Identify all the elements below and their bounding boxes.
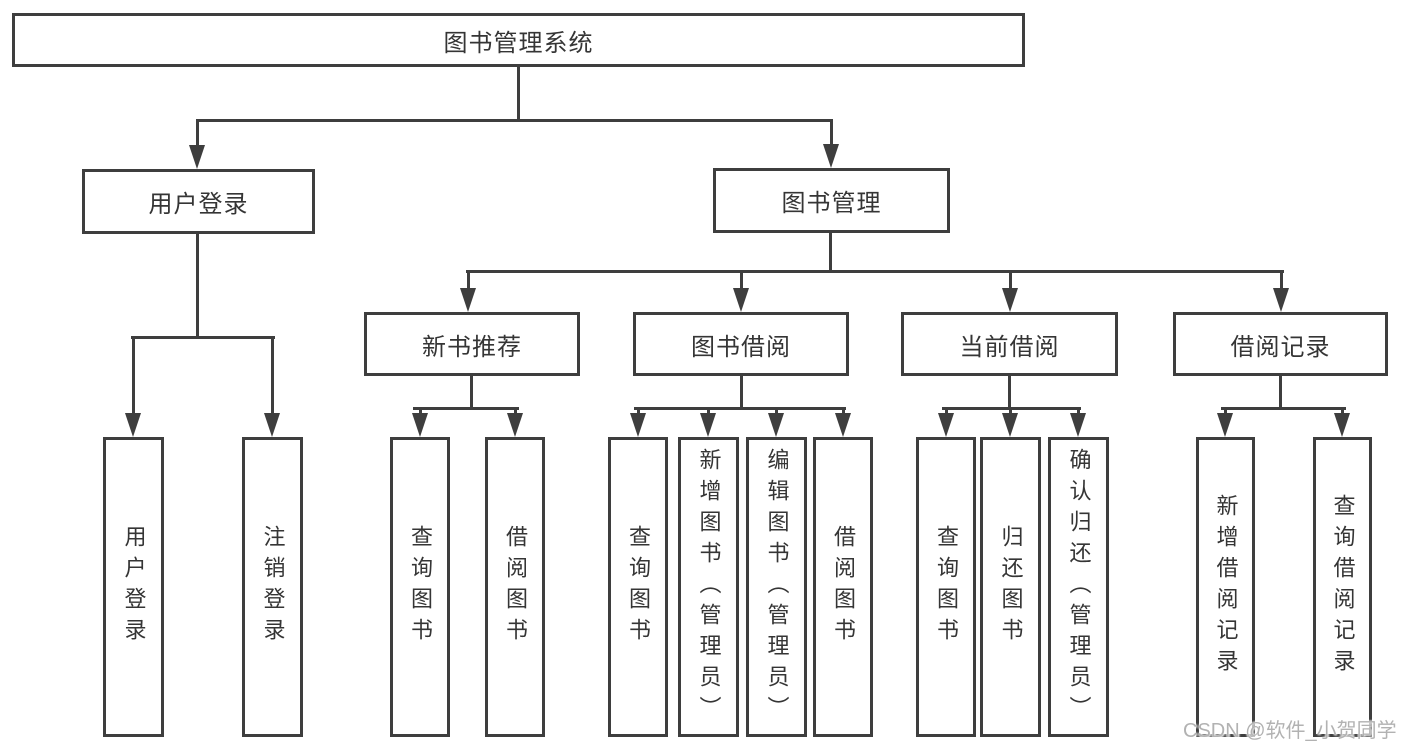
connector-borrowing-drop (707, 407, 710, 417)
connector-book-mgmt-drop (1280, 270, 1283, 291)
connector-user-login-bar (131, 336, 275, 339)
connector-current-drop (1077, 407, 1080, 417)
node-user-login: 用户登录 (82, 169, 315, 234)
node-label: 图书管理系统 (443, 29, 594, 57)
node-new-book-recommend: 新书推荐 (364, 312, 580, 376)
leaf-add-book-admin: 新增图书（管理员） (678, 437, 739, 737)
connector-borrowing-bar (634, 407, 846, 410)
connector-new-book-stem (470, 376, 473, 409)
leaf-borrow-books-borrowing: 借阅图书 (813, 437, 873, 737)
node-label: 确认归还（管理员） (1066, 447, 1092, 727)
arrow-down-icon (1070, 413, 1086, 437)
arrow-down-icon (412, 413, 428, 437)
connector-records-stem (1279, 376, 1282, 409)
connector-borrowing-stem (740, 376, 743, 409)
connector-borrowing-drop (637, 407, 640, 417)
node-label: 查询图书 (408, 525, 433, 649)
node-label: 借阅记录 (1230, 333, 1331, 361)
node-label: 查询图书 (626, 525, 651, 649)
node-book-management: 图书管理 (713, 168, 950, 233)
connector-root-stem (517, 67, 520, 120)
connector-book-mgmt-bar (466, 270, 1284, 273)
node-label: 用户登录 (148, 191, 249, 218)
node-label: 借阅图书 (831, 525, 856, 649)
node-label: 查询图书 (934, 525, 959, 649)
node-library-management-system: 图书管理系统 (12, 13, 1025, 67)
node-label: 归还图书 (998, 525, 1024, 649)
connector-current-drop (945, 407, 948, 417)
leaf-edit-book-admin: 编辑图书（管理员） (746, 437, 807, 737)
node-current-borrowing: 当前借阅 (901, 312, 1118, 376)
node-label: 新书推荐 (422, 333, 522, 361)
node-label: 注销登录 (260, 525, 286, 649)
connector-current-drop (1009, 407, 1012, 417)
arrow-down-icon (1217, 413, 1233, 437)
node-label: 当前借阅 (959, 333, 1060, 361)
arrow-down-icon (460, 288, 476, 312)
arrow-down-icon (507, 413, 523, 437)
arrow-down-icon (823, 144, 839, 168)
connector-records-drop (1341, 407, 1344, 417)
leaf-confirm-return-admin: 确认归还（管理员） (1048, 437, 1109, 737)
node-label: 图书管理 (781, 190, 882, 217)
leaf-query-books-borrowing: 查询图书 (608, 437, 668, 737)
connector-new-book-drop (419, 407, 422, 417)
arrow-down-icon (1002, 288, 1018, 312)
connector-records-bar (1221, 407, 1346, 410)
arrow-down-icon (700, 413, 716, 437)
arrow-down-icon (1273, 288, 1289, 312)
leaf-logout: 注销登录 (242, 437, 303, 737)
connector-user-login-drop (132, 336, 135, 415)
node-label: 新增借阅记录 (1213, 494, 1239, 680)
connector-borrowing-drop (842, 407, 845, 417)
connector-root-left-drop (196, 119, 199, 147)
connector-book-mgmt-drop (1009, 270, 1012, 291)
connector-user-login-stem (196, 234, 199, 338)
arrow-down-icon (1002, 413, 1018, 437)
node-borrowing-records: 借阅记录 (1173, 312, 1388, 376)
connector-new-book-drop (514, 407, 517, 417)
connector-root-right-drop (830, 119, 833, 146)
leaf-query-borrow-record: 查询借阅记录 (1313, 437, 1372, 737)
arrow-down-icon (630, 413, 646, 437)
connector-user-login-drop (271, 336, 274, 415)
leaf-query-books-current: 查询图书 (916, 437, 976, 737)
arrow-down-icon (938, 413, 954, 437)
arrow-down-icon (768, 413, 784, 437)
connector-borrowing-drop (775, 407, 778, 417)
leaf-return-books: 归还图书 (980, 437, 1041, 737)
node-label: 借阅图书 (503, 525, 528, 649)
arrow-down-icon (733, 288, 749, 312)
arrow-down-icon (189, 145, 205, 169)
connector-records-drop (1224, 407, 1227, 417)
leaf-query-books-recommend: 查询图书 (390, 437, 450, 737)
node-book-borrowing: 图书借阅 (633, 312, 849, 376)
node-label: 查询借阅记录 (1330, 494, 1356, 680)
leaf-user-login: 用户登录 (103, 437, 164, 737)
arrow-down-icon (1334, 413, 1350, 437)
arrow-down-icon (835, 413, 851, 437)
node-label: 编辑图书（管理员） (764, 447, 790, 727)
leaf-add-borrow-record: 新增借阅记录 (1196, 437, 1255, 737)
arrow-down-icon (125, 413, 141, 437)
connector-book-mgmt-stem (829, 233, 832, 273)
node-label: 新增图书（管理员） (696, 447, 722, 727)
connector-new-book-bar (413, 407, 519, 410)
connector-book-mgmt-drop (467, 270, 470, 291)
node-label: 图书借阅 (691, 333, 791, 361)
connector-book-mgmt-drop (740, 270, 743, 291)
node-label: 用户登录 (121, 525, 147, 649)
csdn-watermark: CSDN @软件_小贺同学 (1183, 720, 1397, 742)
arrow-down-icon (264, 413, 280, 437)
connector-root-bar (196, 119, 833, 122)
leaf-borrow-books-recommend: 借阅图书 (485, 437, 545, 737)
connector-current-stem (1008, 376, 1011, 409)
